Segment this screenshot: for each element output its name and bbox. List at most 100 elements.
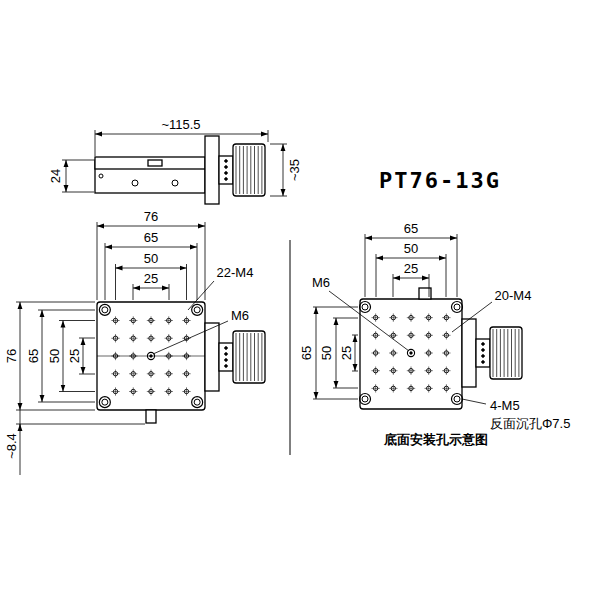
dimension-label: 4-M5 xyxy=(490,399,520,412)
knurl-rib xyxy=(250,146,251,194)
extension-line xyxy=(62,160,94,161)
hole-centerline xyxy=(375,313,376,321)
knurl-rib xyxy=(243,333,244,381)
hole-centerline xyxy=(446,313,447,321)
knurl-rib xyxy=(507,329,508,377)
counterbore-hole xyxy=(454,396,460,402)
dimension-line xyxy=(336,318,337,388)
hole-centerline xyxy=(393,331,394,339)
dimension-line xyxy=(20,410,21,475)
scale-mark xyxy=(225,166,228,169)
hole-centerline xyxy=(186,316,187,324)
hole-centerline xyxy=(428,384,429,392)
dimension-line xyxy=(63,321,64,392)
extension-line xyxy=(59,391,95,392)
counterbore-hole xyxy=(362,304,368,310)
counterbore-hole xyxy=(451,393,462,404)
dimension-label: 50 xyxy=(48,349,61,363)
dimension-line xyxy=(66,160,67,192)
stage-table-side xyxy=(95,157,205,169)
micrometer-bracket xyxy=(462,319,476,387)
dimension-label: 25 xyxy=(404,262,418,275)
dimension-label: 65 xyxy=(404,222,418,235)
clamp-slot xyxy=(148,160,162,166)
hole-centerline xyxy=(186,387,187,395)
hole-centerline xyxy=(168,370,169,378)
scale-mark xyxy=(482,343,485,346)
scale-mark xyxy=(482,361,485,364)
micrometer-thimble xyxy=(233,144,265,196)
micrometer-sleeve xyxy=(219,156,233,184)
hole-centerline xyxy=(393,384,394,392)
dimension-label: 76 xyxy=(144,210,158,223)
leader-line xyxy=(153,321,228,354)
knurl-rib xyxy=(496,329,497,377)
hole-centerline xyxy=(393,366,394,374)
knurl-rib xyxy=(247,333,248,381)
dimension-line xyxy=(355,335,356,371)
dimension-label: 50 xyxy=(320,346,333,360)
micrometer-bracket xyxy=(205,323,219,391)
dimension-line xyxy=(116,268,187,269)
extension-line xyxy=(79,338,95,339)
dimension-line xyxy=(95,134,268,135)
dimension-line xyxy=(283,144,284,196)
extension-line xyxy=(270,196,287,197)
dimension-label: 反面沉孔Φ7.5 xyxy=(490,417,570,430)
dimension-label: 50 xyxy=(144,252,158,265)
dimension-line xyxy=(133,288,169,289)
dimension-line xyxy=(316,307,317,399)
extension-line xyxy=(97,222,98,300)
counterbore-hole xyxy=(194,399,200,405)
hole-centerline xyxy=(428,349,429,357)
hole-centerline xyxy=(428,331,429,339)
dimension-label: 20-M4 xyxy=(495,289,532,302)
dimension-label: 65 xyxy=(27,349,40,363)
extension-line xyxy=(59,320,95,321)
dimension-label: 24 xyxy=(49,169,62,183)
hole-centerline xyxy=(115,387,116,395)
center-hole xyxy=(150,355,152,357)
hole-centerline xyxy=(411,384,412,392)
hole-centerline xyxy=(393,349,394,357)
knurl-rib xyxy=(504,329,505,377)
knurl-rib xyxy=(261,146,262,194)
extension-line xyxy=(376,254,377,297)
hole-centerline xyxy=(375,366,376,374)
counterbore-hole xyxy=(192,304,203,315)
scale-mark xyxy=(225,178,228,181)
hole-centerline xyxy=(428,366,429,374)
dimension-label: ~8.4 xyxy=(5,433,18,459)
knurl-rib xyxy=(243,146,244,194)
scale-mark xyxy=(225,160,228,163)
hole-centerline xyxy=(186,334,187,342)
dimension-label: 25 xyxy=(68,349,81,363)
counterbore-hole xyxy=(360,393,371,404)
hole-centerline xyxy=(151,387,152,395)
extension-line xyxy=(197,243,198,300)
hole-centerline xyxy=(115,316,116,324)
dimension-label: 22-M4 xyxy=(217,266,254,279)
extension-line xyxy=(205,222,206,300)
counterbore-hole xyxy=(102,399,108,405)
extension-line xyxy=(133,284,134,300)
hole-centerline xyxy=(133,316,134,324)
counterbore-hole xyxy=(454,304,460,310)
scale-mark xyxy=(225,347,228,350)
leader-line xyxy=(452,302,492,332)
hole-centerline xyxy=(411,313,412,321)
hole-centerline xyxy=(446,366,447,374)
extension-line xyxy=(429,274,430,297)
micrometer-sleeve xyxy=(476,339,490,367)
extension-line xyxy=(16,424,145,425)
knurl-rib xyxy=(254,146,255,194)
extension-line xyxy=(268,130,269,142)
scale-mark xyxy=(225,172,228,175)
extension-line xyxy=(38,402,95,403)
extension-line xyxy=(38,310,95,311)
dimension-line xyxy=(20,424,21,430)
hole-centerline xyxy=(133,387,134,395)
micrometer-bracket xyxy=(205,136,219,204)
side-screw xyxy=(132,180,138,186)
